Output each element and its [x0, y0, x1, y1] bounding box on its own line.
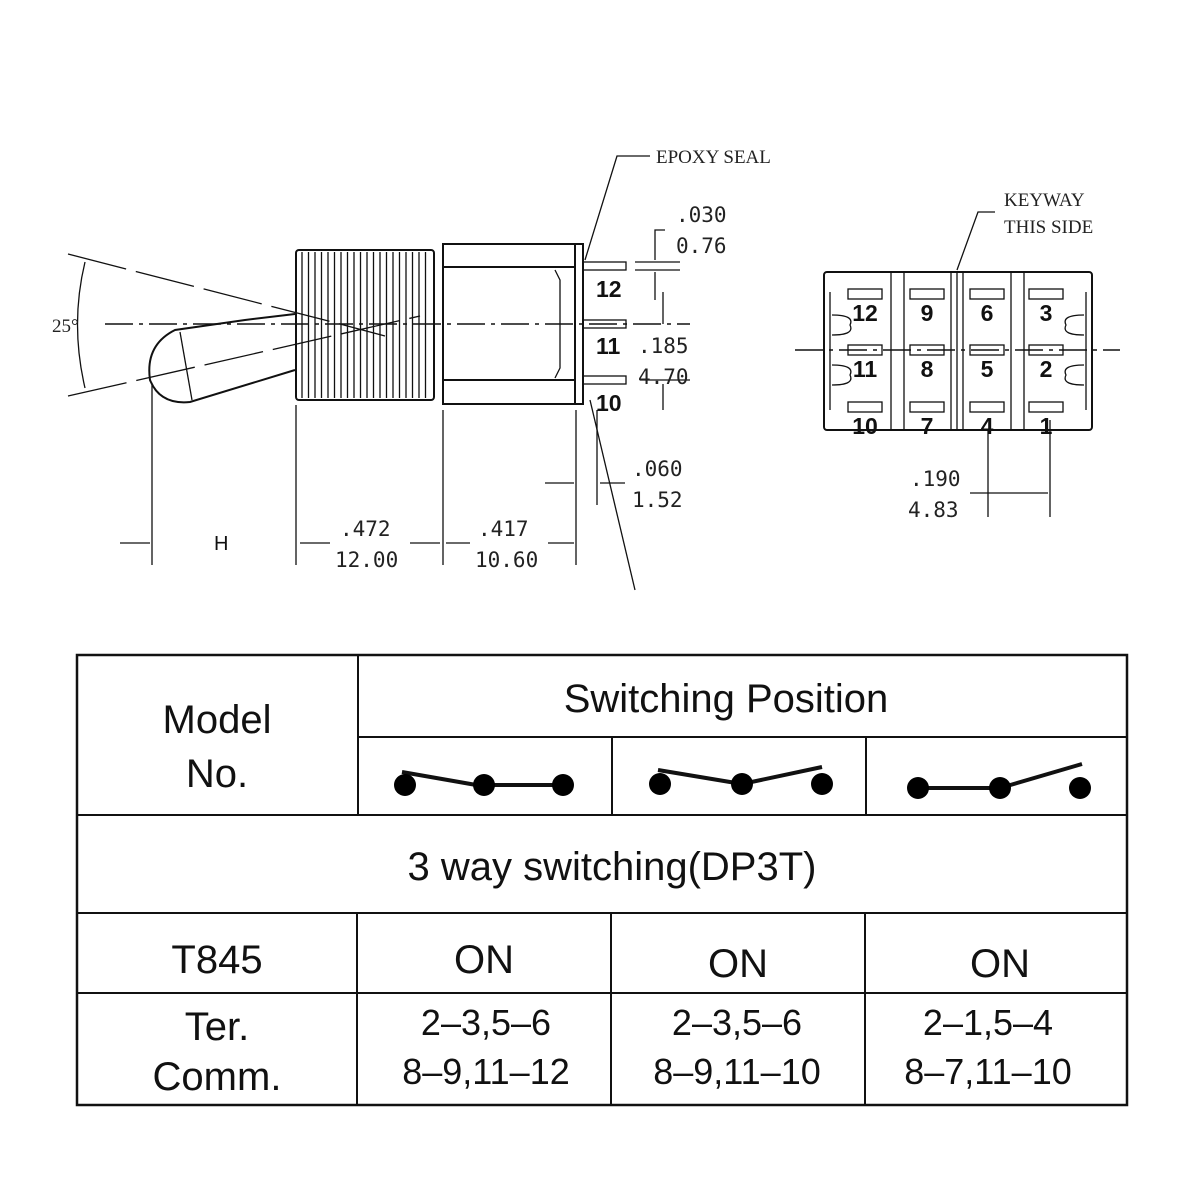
- terminal-pad: [969, 401, 1005, 413]
- bottom-pin-label-8: 8: [921, 356, 934, 382]
- switch-position-2-icon: [649, 765, 833, 795]
- dim-185: .185: [638, 334, 689, 358]
- model-value: T845: [171, 938, 262, 982]
- terminal-pad: [847, 344, 883, 356]
- bottom-pin-label-2: 2: [1040, 356, 1053, 382]
- terminal-1-line1: 2–3,5–6: [421, 1002, 551, 1043]
- terminal-1-line2: 8–9,11–12: [402, 1051, 570, 1092]
- terminal-3-line2: 8–7,11–10: [904, 1051, 1072, 1092]
- dim-483: 4.83: [908, 498, 959, 522]
- terminal-pad: [847, 288, 883, 300]
- terminal-pad: [1028, 344, 1064, 356]
- switch-position-1-icon: [394, 770, 574, 796]
- dim-470: 4.70: [638, 365, 689, 389]
- terminal-3-line1: 2–1,5–4: [923, 1002, 1053, 1043]
- dim-190: .190: [910, 467, 961, 491]
- bottom-pin-label-6: 6: [981, 300, 994, 326]
- bottom-pin-label-10: 10: [852, 413, 878, 439]
- epoxy-seal-label: EPOXY SEAL: [656, 147, 771, 168]
- bottom-pin-label-12: 12: [852, 300, 878, 326]
- state-1: ON: [454, 938, 514, 982]
- terminal-pad: [969, 288, 1005, 300]
- type-row: 3 way switching(DP3T): [407, 845, 816, 889]
- state-3: ON: [970, 942, 1030, 986]
- comm-label: Comm.: [153, 1055, 282, 1099]
- keyway-label-line2: THIS SIDE: [1004, 217, 1093, 238]
- dim-030: .030: [676, 203, 727, 227]
- bottom-pin-label-4: 4: [981, 413, 994, 439]
- model-header-no: No.: [186, 752, 248, 796]
- terminal-pad: [909, 288, 945, 300]
- terminal-pad: [909, 344, 945, 356]
- terminal-2-line2: 8–9,11–10: [653, 1051, 821, 1092]
- dim-152: 1.52: [632, 488, 683, 512]
- dim-472: .472: [340, 517, 391, 541]
- bottom-pin-label-3: 3: [1040, 300, 1053, 326]
- terminal-pad: [969, 344, 1005, 356]
- switching-position-header: Switching Position: [564, 677, 889, 721]
- dim-076: 0.76: [676, 234, 727, 258]
- bottom-pin-label-1: 1: [1040, 413, 1053, 439]
- terminal-2-line1: 2–3,5–6: [672, 1002, 802, 1043]
- dim-1200: 12.00: [335, 548, 398, 572]
- state-2: ON: [708, 942, 768, 986]
- dim-h: H: [214, 533, 228, 555]
- switching-table: Model No. Switching Position 3 way switc…: [75, 653, 1129, 1107]
- side-view: EPOXY SEAL 12 11 10 25° .030 0.76 .185 4…: [52, 147, 771, 591]
- pin-label-12: 12: [596, 276, 622, 302]
- terminal-pad: [847, 401, 883, 413]
- pin-label-10: 10: [596, 390, 622, 416]
- bottom-pin-label-11: 11: [853, 356, 878, 382]
- bottom-view: KEYWAY THIS SIDE 12 9 6 3 11 8 5 2 10 7 4 1 .190 4.…: [795, 190, 1120, 522]
- terminal-pad: [1028, 288, 1064, 300]
- terminal-pad: [1028, 401, 1064, 413]
- model-header: Model: [163, 698, 272, 742]
- keyway-label-line1: KEYWAY: [1004, 190, 1085, 211]
- switch-position-3-icon: [907, 762, 1091, 799]
- pin-label-11: 11: [596, 333, 621, 359]
- ter-label: Ter.: [185, 1005, 249, 1049]
- terminal-pad: [909, 401, 945, 413]
- bottom-pin-label-9: 9: [921, 300, 934, 326]
- bottom-pin-label-7: 7: [921, 413, 934, 439]
- bottom-pin-label-5: 5: [981, 356, 994, 382]
- angle-label: 25°: [52, 316, 79, 337]
- dim-060: .060: [632, 457, 683, 481]
- dim-417: .417: [478, 517, 529, 541]
- dim-1060: 10.60: [475, 548, 538, 572]
